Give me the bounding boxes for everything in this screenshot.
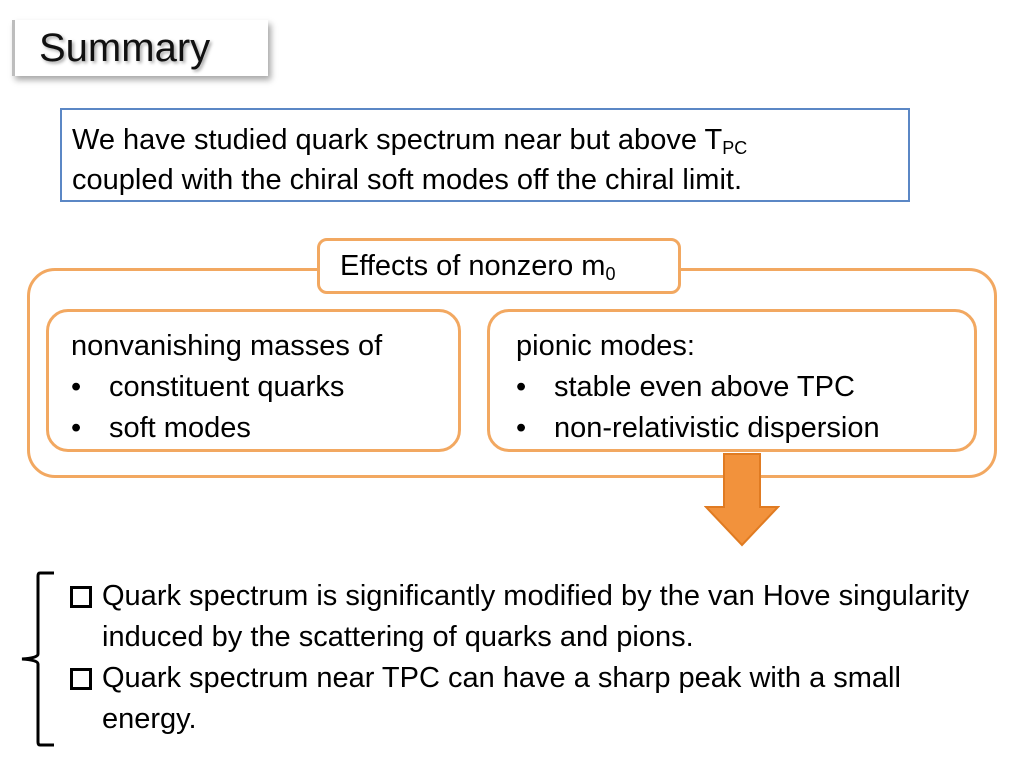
- bullet-icon: •: [71, 371, 82, 403]
- effects-label: Effects of nonzero m0: [317, 238, 681, 294]
- title-box: Summary: [12, 20, 268, 76]
- intro-subscript: PC: [722, 138, 748, 158]
- masses-item-text: constituent quarks: [109, 371, 345, 403]
- conclusion-text: Quark spectrum is significantly modified…: [102, 580, 970, 653]
- effects-label-text: Effects of nonzero m: [340, 250, 606, 282]
- bullet-icon: •: [71, 412, 82, 444]
- conclusion-text: Quark spectrum near TPC can have a sharp…: [102, 662, 901, 735]
- conclusion-item: Quark spectrum near TPC can have a sharp…: [68, 658, 988, 740]
- pionic-item-text: stable even above TPC: [554, 371, 855, 403]
- masses-item-text: soft modes: [109, 412, 251, 444]
- conclusions: Quark spectrum is significantly modified…: [68, 576, 988, 740]
- pionic-item: • stable even above TPC: [516, 367, 974, 408]
- bullet-icon: •: [516, 412, 527, 444]
- masses-item: • constituent quarks: [71, 367, 458, 408]
- intro-line-1-text: We have studied quark spectrum near but …: [72, 124, 723, 156]
- masses-box: nonvanishing masses of • constituent quar…: [46, 309, 461, 452]
- checkbox-bullet-icon: [70, 586, 92, 608]
- masses-heading: nonvanishing masses of: [71, 330, 383, 362]
- pionic-item-text: non-relativistic dispersion: [554, 412, 880, 444]
- conclusion-item: Quark spectrum is significantly modified…: [68, 576, 988, 658]
- page-title: Summary: [39, 26, 211, 70]
- left-brace-icon: [21, 571, 54, 747]
- masses-item: • soft modes: [71, 408, 458, 449]
- checkbox-bullet-icon: [70, 668, 92, 690]
- bullet-icon: •: [516, 371, 527, 403]
- pionic-box: pionic modes: • stable even above TPC • no…: [487, 309, 977, 452]
- intro-box: We have studied quark spectrum near but …: [60, 108, 910, 202]
- pionic-item: • non-relativistic dispersion: [516, 408, 974, 449]
- intro-line-2: coupled with the chiral soft modes off t…: [72, 164, 743, 196]
- down-arrow-icon: [704, 453, 780, 547]
- intro-line-1: We have studied quark spectrum near but …: [72, 120, 908, 160]
- effects-label-subscript: 0: [605, 264, 616, 284]
- pionic-heading: pionic modes:: [516, 330, 695, 362]
